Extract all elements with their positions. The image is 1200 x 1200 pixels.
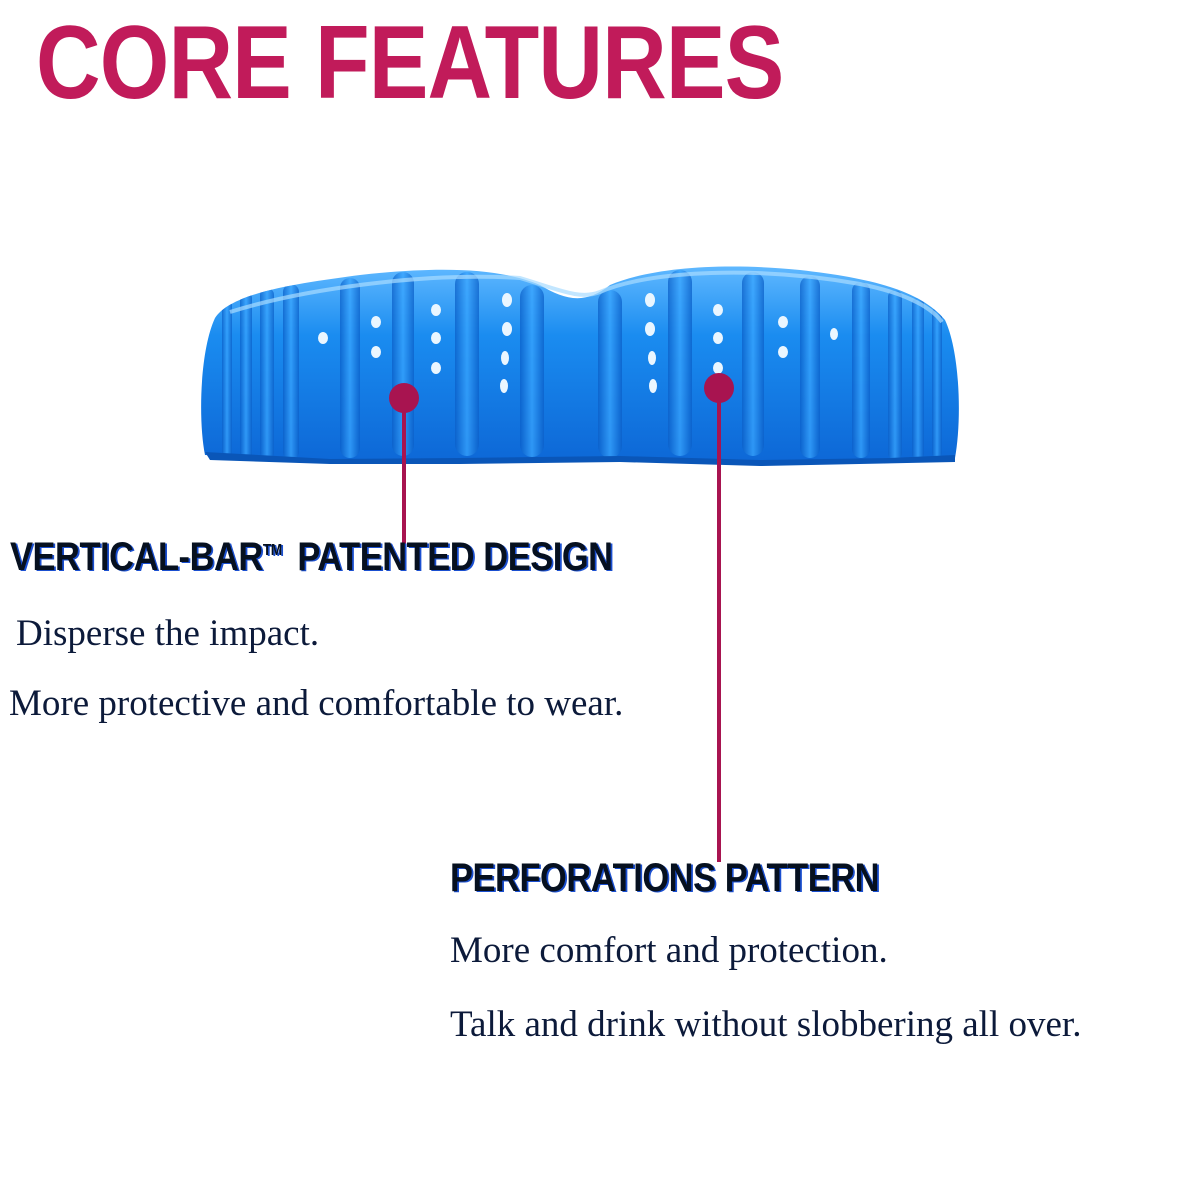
feature-line: Talk and drink without slobbering all ov… (450, 1004, 1082, 1045)
callout-vertical-bar (389, 383, 419, 545)
feature-line: More comfort and protection. (450, 930, 888, 971)
feature-heading-vertical-bar: VERTICAL-BARTM PATENTED DESIGN (10, 535, 613, 579)
feature-heading-text: VERTICAL-BAR (10, 535, 263, 579)
perforations (318, 293, 838, 393)
trademark-mark: TM (262, 542, 282, 559)
mouthguard-body (201, 266, 959, 464)
callout-perforations (704, 373, 734, 862)
feature-heading-rest: PATENTED DESIGN (297, 535, 613, 579)
feature-line: More protective and comfortable to wear. (9, 683, 624, 724)
page-title: CORE FEATURES (36, 5, 784, 121)
feature-line: Disperse the impact. (16, 613, 320, 654)
feature-heading-perforations: PERFORATIONS PATTERN (450, 856, 880, 900)
